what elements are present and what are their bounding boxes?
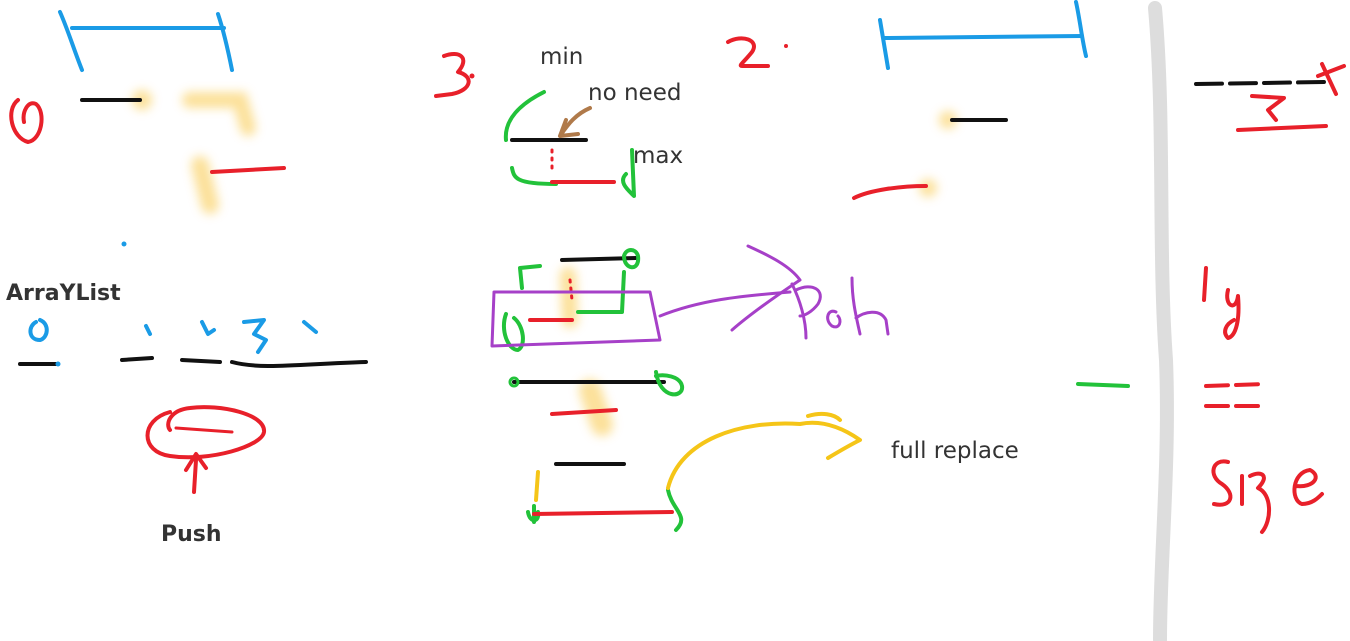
push-lasso xyxy=(145,405,266,494)
green-bracket xyxy=(622,248,641,270)
label-no-need: no need xyxy=(588,80,682,106)
red-line xyxy=(532,510,674,516)
handwritten-size-z xyxy=(1248,471,1271,534)
handwritten-zero xyxy=(9,98,44,144)
handwritten-size-e xyxy=(1292,468,1324,506)
red-dotted-line xyxy=(568,278,574,302)
red-line xyxy=(210,166,286,174)
highlighter-marks xyxy=(132,90,957,436)
label-full-replace: full replace xyxy=(891,438,1019,464)
yellow-arrow xyxy=(666,411,862,490)
black-dashed-line xyxy=(1194,80,1328,86)
label-min: min xyxy=(540,44,584,70)
arraylist-slots xyxy=(18,356,368,369)
handwritten-two xyxy=(726,36,770,68)
purple-arrow xyxy=(730,244,802,332)
label-arraylist: ArraYList xyxy=(6,281,121,306)
label-max: max xyxy=(633,143,684,169)
purple-box xyxy=(490,290,662,348)
handwritten-equals xyxy=(1204,382,1268,408)
red-line xyxy=(550,408,618,416)
yellow-bracket xyxy=(534,470,540,502)
green-line xyxy=(1076,382,1130,388)
blue-dot xyxy=(55,361,61,367)
green-bracket xyxy=(503,90,546,142)
green-bracket xyxy=(501,312,525,352)
green-bracket xyxy=(654,370,685,397)
highlight-stroke xyxy=(191,156,219,214)
red-mark xyxy=(1236,94,1328,132)
handwritten-size-s xyxy=(1211,459,1233,507)
handwritten-push xyxy=(790,276,890,340)
green-bracket xyxy=(576,270,626,314)
blue-bracket-left xyxy=(58,10,234,72)
highlight-stroke xyxy=(182,92,256,136)
handwritten-if xyxy=(1202,266,1241,340)
blue-bracket-right xyxy=(878,0,1088,70)
green-bracket xyxy=(666,488,684,532)
red-mark xyxy=(1316,62,1346,96)
handwritten-three xyxy=(434,52,471,98)
highlight-dot xyxy=(919,179,937,197)
red-dot xyxy=(469,73,475,79)
red-line xyxy=(852,184,928,200)
gray-divider xyxy=(1148,1,1174,641)
green-endpoint xyxy=(508,376,520,388)
green-bracket xyxy=(518,264,542,290)
highlight-stroke xyxy=(560,267,578,328)
blue-dot xyxy=(121,241,127,247)
purple-connector xyxy=(658,290,792,318)
label-push: Push xyxy=(161,522,222,547)
red-dot xyxy=(784,44,788,48)
green-bracket xyxy=(510,166,558,186)
green-bracket xyxy=(621,148,636,198)
highlight-stroke xyxy=(579,379,613,436)
highlight-dot xyxy=(939,111,957,129)
brown-arrow xyxy=(558,106,592,138)
arraylist-indices xyxy=(28,318,318,354)
